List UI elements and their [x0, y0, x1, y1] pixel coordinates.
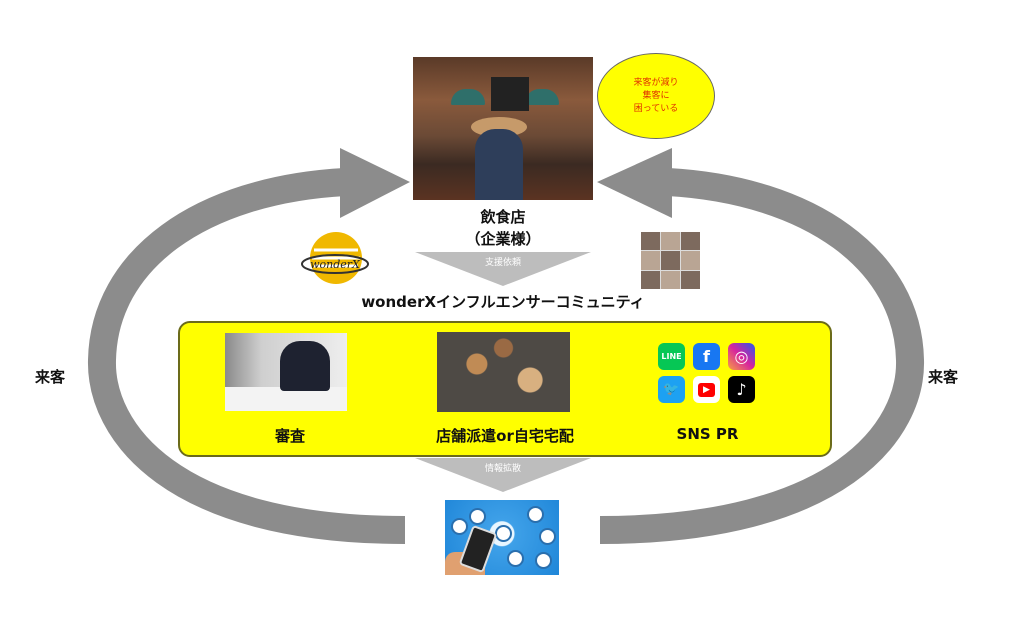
right-arrowhead — [597, 148, 672, 218]
restaurant-photo — [413, 57, 593, 200]
screening-photo — [225, 333, 347, 411]
instagram-icon: ◎ — [728, 343, 755, 370]
facebook-icon: f — [693, 343, 720, 370]
service-label-screening: 審査 — [274, 427, 305, 445]
tiktok-icon: ♪ — [728, 376, 755, 403]
left-arrowhead — [340, 148, 410, 218]
right-cycle-arrow — [599, 168, 925, 544]
influencer-photo-collage — [641, 232, 700, 289]
left-cycle-arrow — [87, 168, 406, 544]
sns-icons: LINE f ◎ 🐦 ▶ ♪ — [658, 343, 755, 403]
restaurant-label: 飲食店 （企業様） — [465, 208, 541, 248]
social-network-image — [445, 500, 559, 575]
service-label-sns-pr: SNS PR — [676, 425, 739, 443]
community-title: wonderXインフルエンサーコミュニティ — [361, 293, 645, 311]
youtube-icon: ▶ — [693, 376, 720, 403]
twitter-icon: 🐦 — [658, 376, 685, 403]
line-icon: LINE — [658, 343, 685, 370]
visit-label-left: 来客 — [35, 368, 66, 386]
wonderx-logo: wonderX — [301, 232, 369, 284]
food-photo — [437, 332, 570, 412]
svg-text:wonderX: wonderX — [310, 258, 361, 271]
service-label-dispatch: 店舗派遣or自宅宅配 — [436, 427, 574, 445]
visit-label-right: 来客 — [928, 368, 959, 386]
speech-bubble: 来客が減り 集客に 困っている — [597, 53, 715, 139]
